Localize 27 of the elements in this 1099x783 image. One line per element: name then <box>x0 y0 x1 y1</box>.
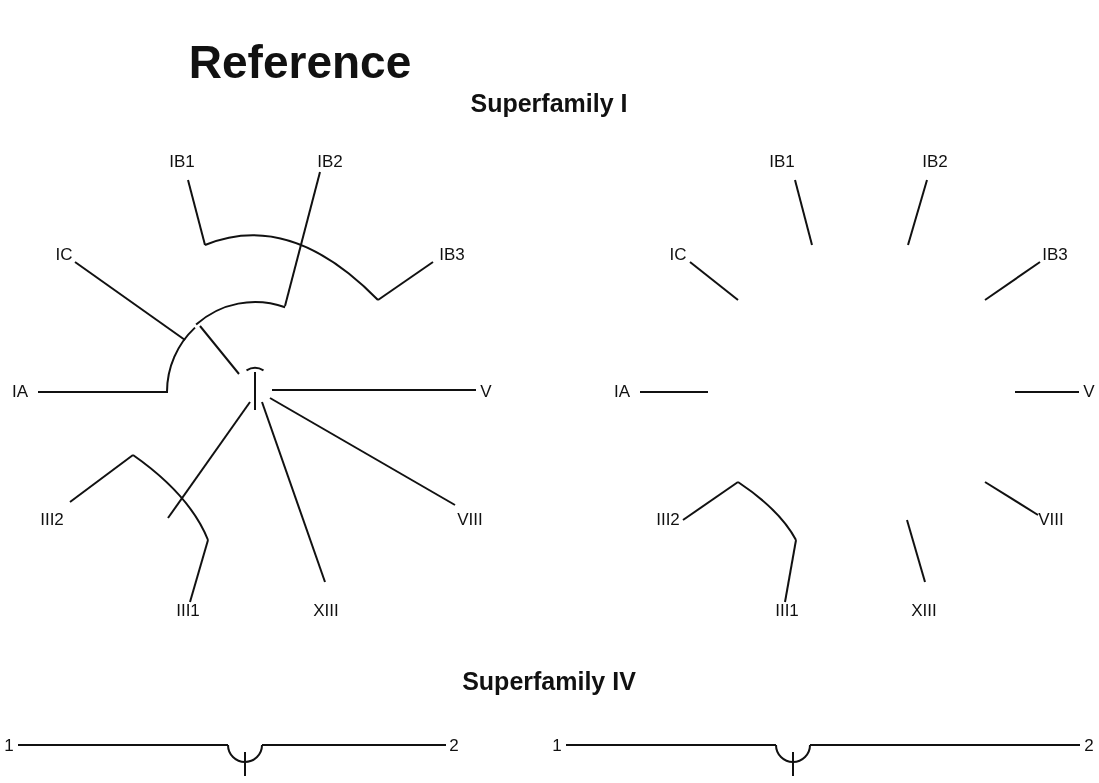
tip-label: VIII <box>1038 510 1064 530</box>
tip-label: 1 <box>552 736 562 756</box>
tip-label: IC <box>55 245 73 265</box>
tip-label: III1 <box>775 601 799 621</box>
tip-label: IB3 <box>1042 245 1068 265</box>
section-heading: Superfamily IV <box>462 668 636 696</box>
tip-label: IB1 <box>169 152 195 172</box>
section-heading: Superfamily I <box>470 90 628 118</box>
tip-label: V <box>1083 382 1095 402</box>
tip-label: IA <box>11 382 29 402</box>
tip-label: VIII <box>457 510 483 530</box>
tip-label: 1 <box>4 736 14 756</box>
tip-label: III1 <box>176 601 200 621</box>
tip-label: IA <box>613 382 631 402</box>
tip-label: 2 <box>449 736 459 756</box>
tip-label: III2 <box>656 510 680 530</box>
tip-label: IB2 <box>922 152 948 172</box>
tip-label: IC <box>669 245 687 265</box>
column-heading: Reference <box>188 36 412 88</box>
tip-label: IB1 <box>769 152 795 172</box>
tip-label: IB3 <box>439 245 465 265</box>
tip-label: XIII <box>313 601 339 621</box>
tip-label: III2 <box>40 510 64 530</box>
tip-label: V <box>480 382 492 402</box>
tip-label: 2 <box>1084 736 1094 756</box>
tip-label: IB2 <box>317 152 343 172</box>
tip-label: XIII <box>911 601 937 621</box>
